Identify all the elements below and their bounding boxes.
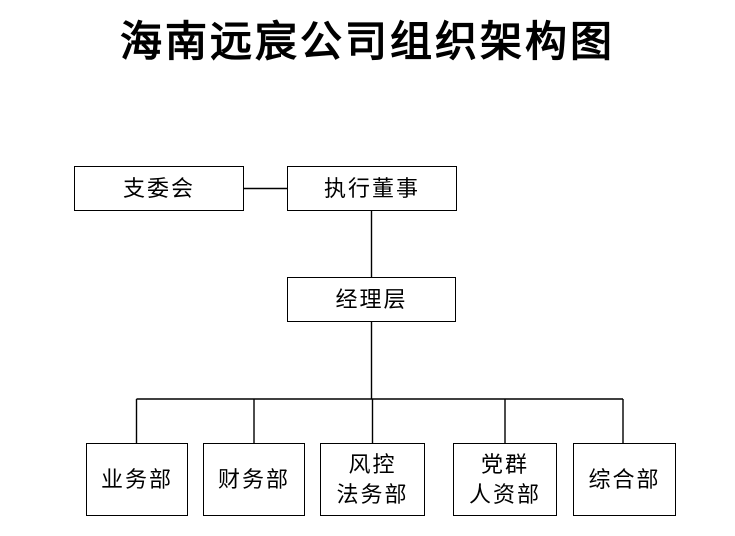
- org-node-management-layer: 经理层: [287, 277, 456, 322]
- org-node-general-dept: 综合部: [573, 443, 676, 516]
- org-node-branch-committee: 支委会: [74, 166, 244, 211]
- org-node-finance-dept: 财务部: [203, 443, 305, 516]
- page-title: 海南远宸公司组织架构图: [119, 20, 615, 66]
- org-node-risk-legal-dept: 风控 法务部: [320, 443, 425, 516]
- org-node-party-hr-dept: 党群 人资部: [453, 443, 557, 516]
- org-node-executive-director: 执行董事: [287, 166, 457, 211]
- org-node-business-dept: 业务部: [86, 443, 188, 516]
